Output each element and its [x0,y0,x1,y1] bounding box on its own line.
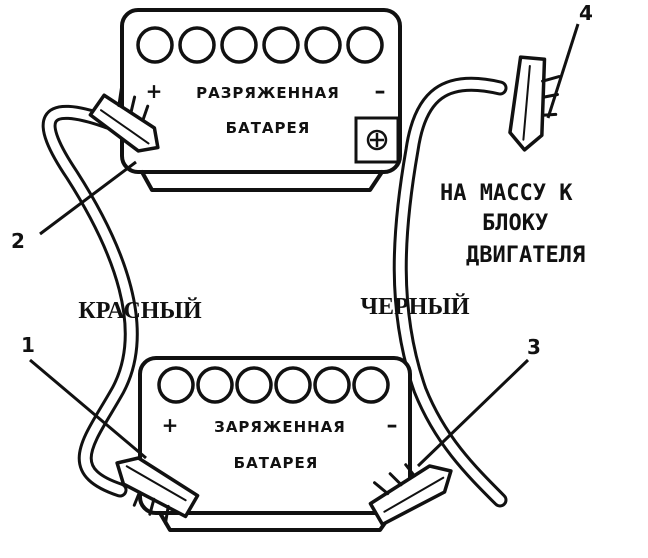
black-cable [392,76,508,508]
ground-note: НА МАССУ К БЛОКУ ДВИГАТЕЛЯ [440,181,585,268]
cell-caps [136,26,384,64]
charged-battery: + – ЗАРЯЖЕННАЯ БАТАРЕЯ [138,356,412,532]
ground-note-line-2: БЛОКУ [482,211,548,236]
clamp-2-icon [88,86,160,153]
negative-post-icon [354,116,400,164]
battery-label: БАТАРЕЯ [234,454,319,472]
callout-4: 4 [579,1,593,25]
battery-state-label: ЗАРЯЖЕННАЯ [214,418,346,436]
callout-leaders [29,23,580,468]
negative-terminal-sign: – [387,413,398,438]
battery-label: БАТАРЕЯ [226,119,311,137]
positive-terminal-sign: + [146,79,163,103]
clamp-1-icon [115,456,200,525]
callout-1: 1 [21,333,35,357]
black-cable-label: ЧЕРНЫЙ [360,294,470,320]
discharged-battery: + – РАЗРЯЖЕННАЯ БАТАРЕЯ [120,8,402,192]
clamp-3-icon [368,463,453,527]
ground-note-line-1: НА МАССУ К [440,181,573,206]
battery-state-label: РАЗРЯЖЕННАЯ [196,84,340,102]
red-cable-label: КРАСНЫЙ [78,298,202,324]
callout-3: 3 [527,335,541,359]
negative-terminal-sign: – [375,79,386,104]
callout-2: 2 [11,229,25,253]
positive-terminal-sign: + [162,413,179,437]
red-cable [41,105,139,498]
ground-note-line-3: ДВИГАТЕЛЯ [466,243,585,268]
cell-caps [157,366,390,404]
